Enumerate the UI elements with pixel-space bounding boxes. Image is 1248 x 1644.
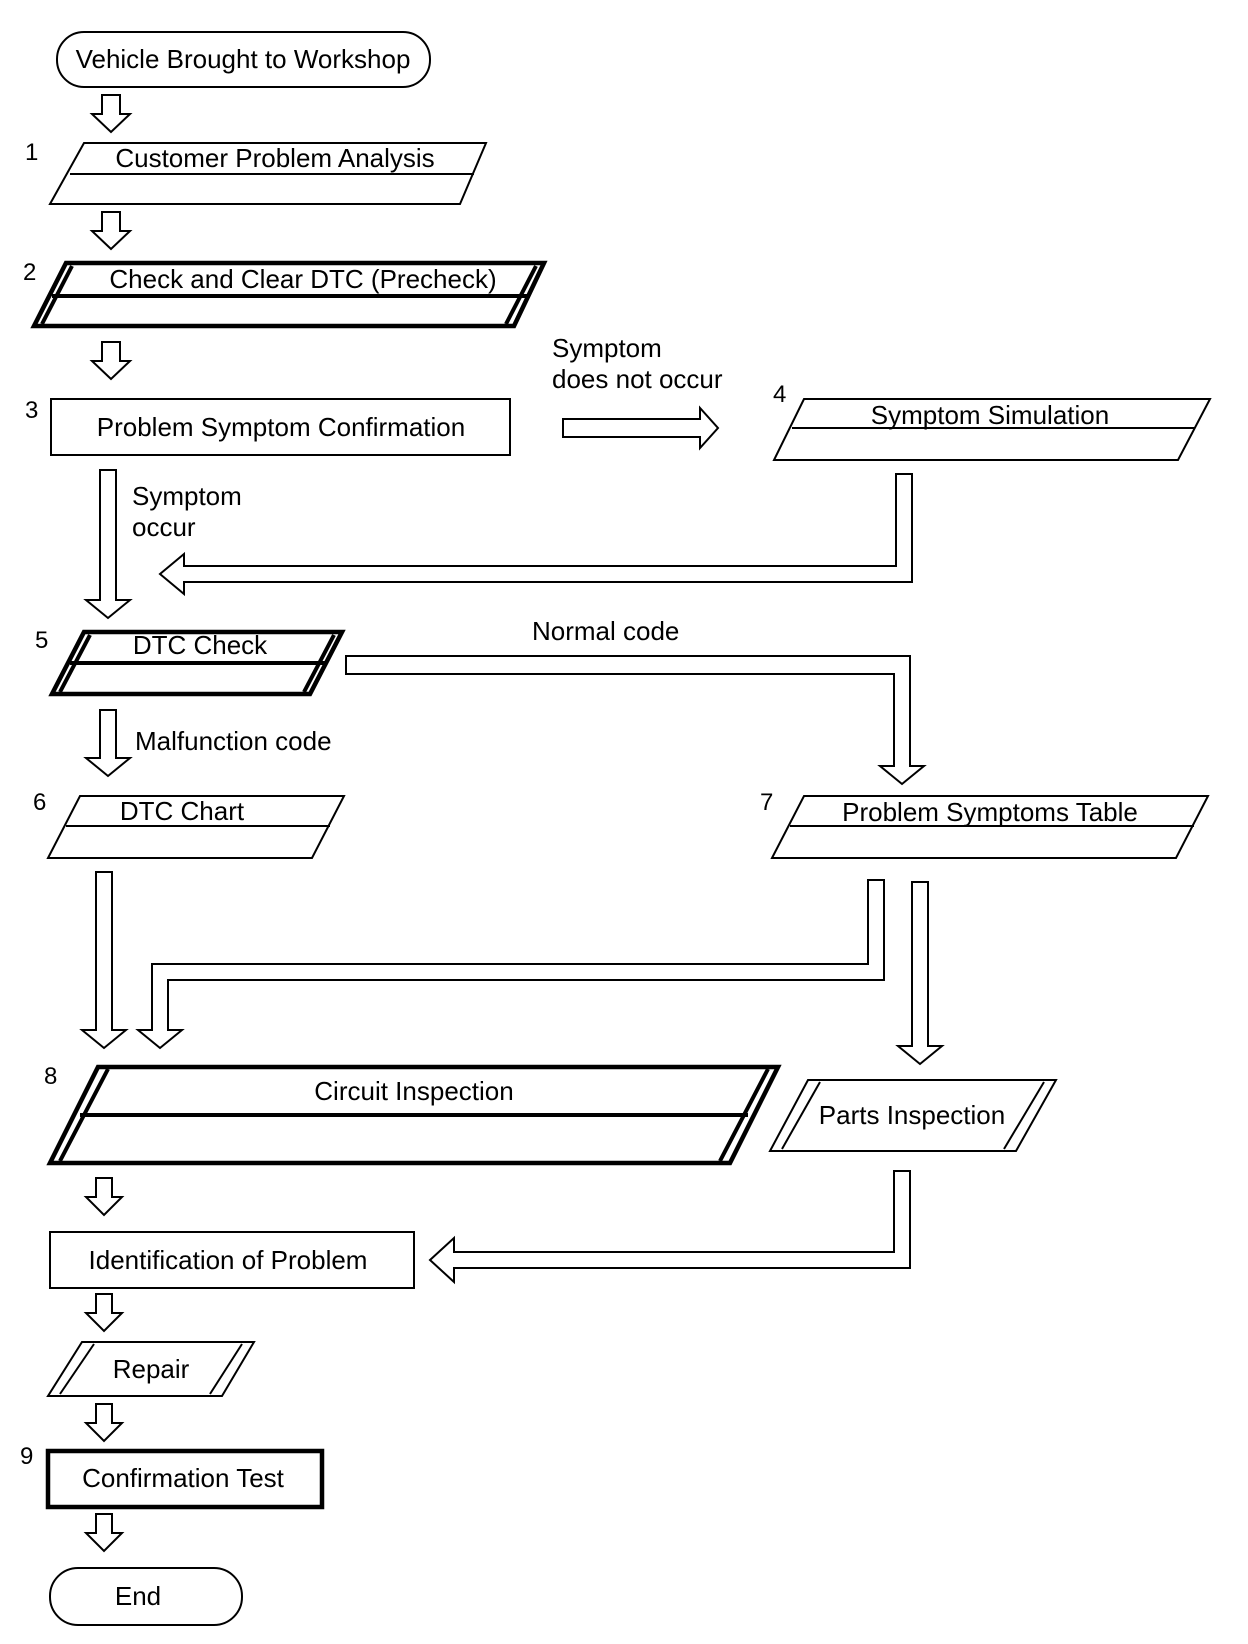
parts-inspection-label: Parts Inspection: [819, 1100, 1005, 1130]
arrow-parts-to-identification: [428, 1170, 911, 1285]
arrow-identification-to-repair: [83, 1293, 125, 1333]
start-node: Vehicle Brought to Workshop: [56, 31, 431, 88]
arrow-7-to-8: [135, 879, 885, 1050]
arrow-repair-to-9: [83, 1403, 125, 1443]
arrow-2-to-3: [89, 341, 133, 381]
arrow-start-to-1: [89, 94, 133, 134]
arrow-1-to-2: [89, 211, 133, 251]
start-label: Vehicle Brought to Workshop: [76, 44, 411, 74]
edge-label-symptom-occur-1: Symptom: [132, 481, 242, 511]
repair-node: Repair: [46, 1341, 256, 1397]
step-4-label: Symptom Simulation: [871, 400, 1109, 430]
arrow-4-return: [158, 473, 913, 597]
arrow-8-to-identification: [83, 1177, 125, 1217]
edge-label-symptom-not-occur-1: Symptom: [552, 333, 662, 363]
step-7-label: Problem Symptoms Table: [842, 797, 1138, 827]
step-9-confirmation-test: Confirmation Test: [45, 1448, 325, 1510]
step-2-check-and-clear-dtc: Check and Clear DTC (Precheck): [30, 260, 548, 329]
arrow-3-to-4: [562, 405, 720, 451]
identification-label: Identification of Problem: [89, 1245, 368, 1275]
step-1-customer-problem-analysis: Customer Problem Analysis: [48, 142, 488, 205]
arrow-5-to-7: [345, 655, 927, 786]
step-6-number: 6: [33, 789, 46, 816]
arrow-6-to-8: [79, 871, 129, 1050]
parts-inspection-node: Parts Inspection: [768, 1079, 1058, 1152]
repair-label: Repair: [113, 1354, 190, 1384]
step-6-dtc-chart: DTC Chart: [46, 795, 346, 859]
step-6-label: DTC Chart: [120, 796, 245, 826]
step-9-label: Confirmation Test: [82, 1463, 285, 1493]
step-5-dtc-check: DTC Check: [48, 629, 346, 697]
step-4-symptom-simulation: Symptom Simulation: [772, 398, 1212, 461]
step-1-number: 1: [25, 139, 38, 166]
step-8-circuit-inspection: Circuit Inspection: [46, 1064, 782, 1166]
arrow-9-to-end: [83, 1513, 125, 1553]
step-2-label: Check and Clear DTC (Precheck): [109, 264, 496, 294]
end-label: End: [115, 1581, 161, 1611]
arrow-7-to-parts: [895, 881, 945, 1066]
edge-label-normal-code: Normal code: [532, 616, 679, 646]
step-1-label: Customer Problem Analysis: [115, 143, 434, 173]
step-3-problem-symptom-confirmation: Problem Symptom Confirmation: [50, 398, 511, 456]
edge-label-malfunction-code: Malfunction code: [135, 726, 332, 756]
step-5-label: DTC Check: [133, 630, 268, 660]
edge-label-symptom-not-occur-2: does not occur: [552, 364, 723, 394]
step-7-problem-symptoms-table: Problem Symptoms Table: [770, 795, 1210, 859]
arrow-3-to-5: [83, 469, 133, 620]
identification-of-problem-node: Identification of Problem: [49, 1231, 415, 1289]
step-9-number: 9: [20, 1443, 33, 1470]
step-8-label: Circuit Inspection: [314, 1076, 513, 1106]
step-3-number: 3: [25, 397, 38, 424]
arrow-5-to-6: [83, 709, 133, 778]
step-2-number: 2: [23, 259, 36, 286]
step-4-number: 4: [773, 381, 786, 408]
step-5-number: 5: [35, 627, 48, 654]
step-7-number: 7: [760, 789, 773, 816]
step-3-label: Problem Symptom Confirmation: [97, 412, 465, 442]
end-node: End: [49, 1567, 243, 1626]
edge-label-symptom-occur-2: occur: [132, 512, 196, 542]
step-8-number: 8: [44, 1063, 57, 1090]
